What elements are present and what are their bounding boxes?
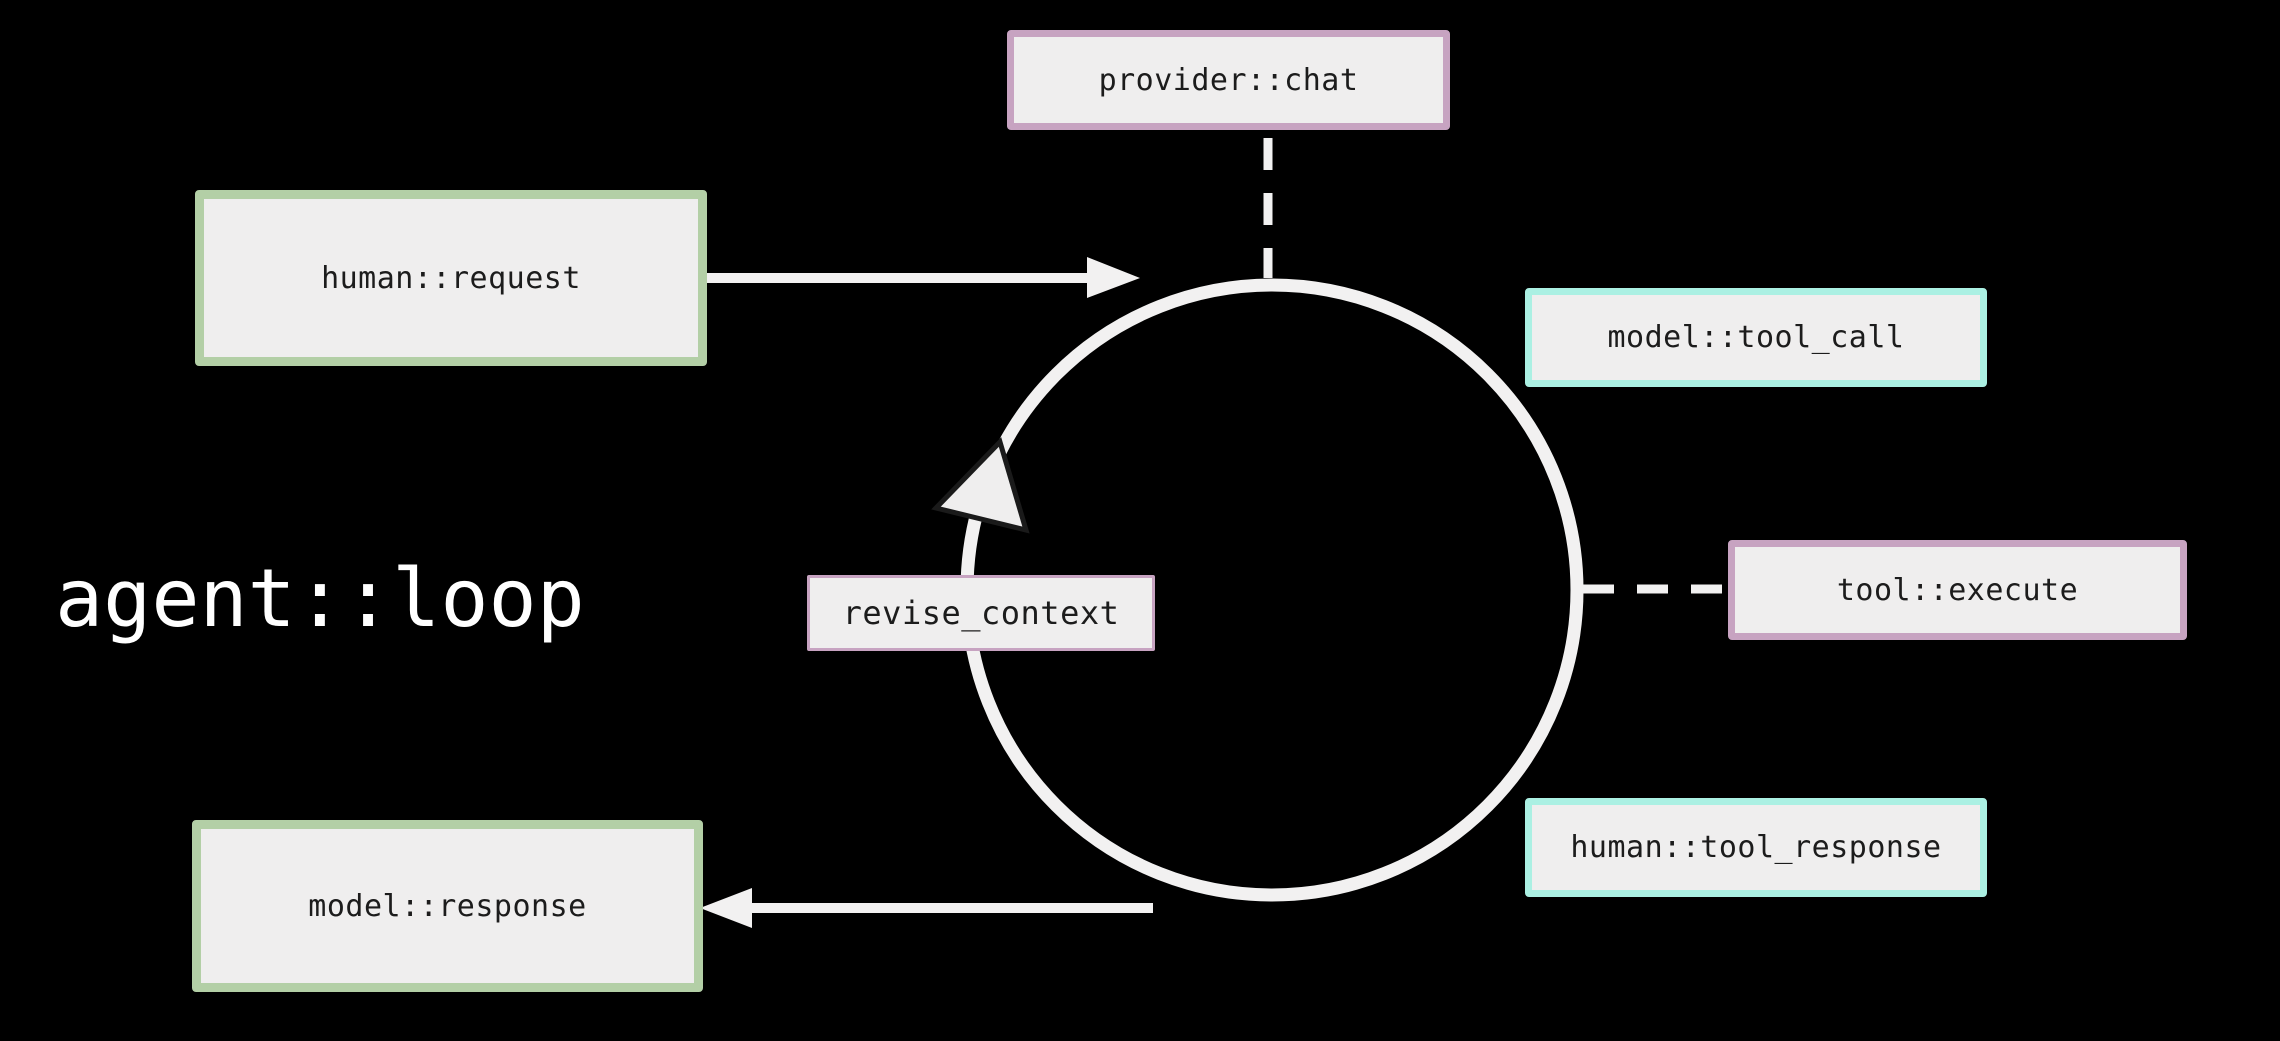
human-request-arrowhead-icon	[1087, 257, 1140, 298]
node-model-response-label: model::response	[308, 888, 587, 924]
node-model-tool-call-label: model::tool_call	[1607, 320, 1905, 355]
node-revise-context-label: revise_context	[842, 594, 1120, 632]
node-tool-execute-label: tool::execute	[1836, 572, 2079, 608]
diagram-title: agent::loop	[55, 552, 585, 645]
node-human-tool-response: human::tool_response	[1525, 798, 1987, 897]
model-response-arrow	[700, 888, 1153, 928]
node-provider-chat: provider::chat	[1007, 30, 1450, 130]
node-model-tool-call: model::tool_call	[1525, 288, 1987, 387]
model-response-arrowhead-icon	[700, 888, 752, 928]
node-tool-execute: tool::execute	[1728, 540, 2187, 640]
node-revise-context: revise_context	[807, 575, 1155, 651]
node-human-request: human::request	[195, 190, 707, 366]
human-request-arrow	[707, 257, 1140, 298]
node-human-tool-response-label: human::tool_response	[1570, 830, 1942, 865]
node-provider-chat-label: provider::chat	[1098, 62, 1359, 98]
loop-direction-arrowhead-icon	[931, 437, 1030, 534]
node-human-request-label: human::request	[321, 260, 581, 296]
node-model-response: model::response	[192, 820, 703, 992]
